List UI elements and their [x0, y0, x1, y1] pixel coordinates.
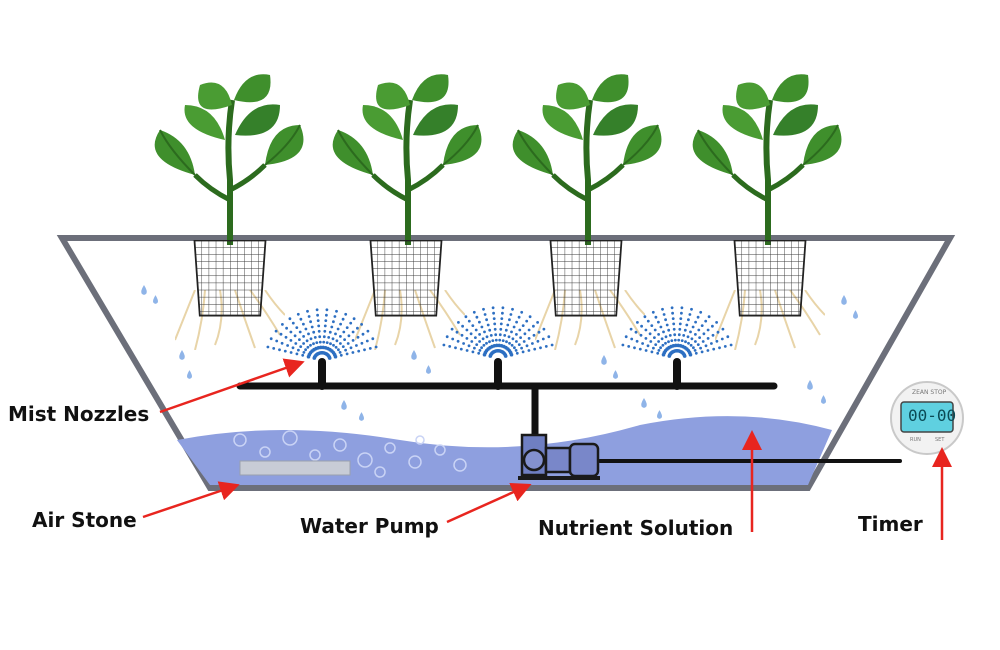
mist-spray-3 [621, 306, 733, 358]
air-stone [239, 460, 351, 476]
callout-arrows [142, 358, 952, 540]
mist-sprays [266, 306, 733, 360]
mist-spray-2 [442, 306, 554, 358]
timer-brand: ZEAN STOP [912, 389, 947, 396]
timer-run-button: RUN [910, 437, 921, 443]
mist-spray-1 [266, 308, 378, 360]
label-air-stone: Air Stone [32, 508, 137, 532]
label-timer: Timer [858, 512, 923, 536]
label-water-pump: Water Pump [300, 514, 439, 538]
water-pump [518, 433, 600, 480]
pipe-network [236, 358, 902, 463]
label-mist-nozzles: Mist Nozzles [8, 402, 150, 426]
timer-display: 00-00 [908, 406, 957, 425]
label-nutrient-solution: Nutrient Solution [538, 516, 734, 540]
timer-device [890, 381, 964, 455]
timer-set-button: SET [935, 437, 945, 443]
